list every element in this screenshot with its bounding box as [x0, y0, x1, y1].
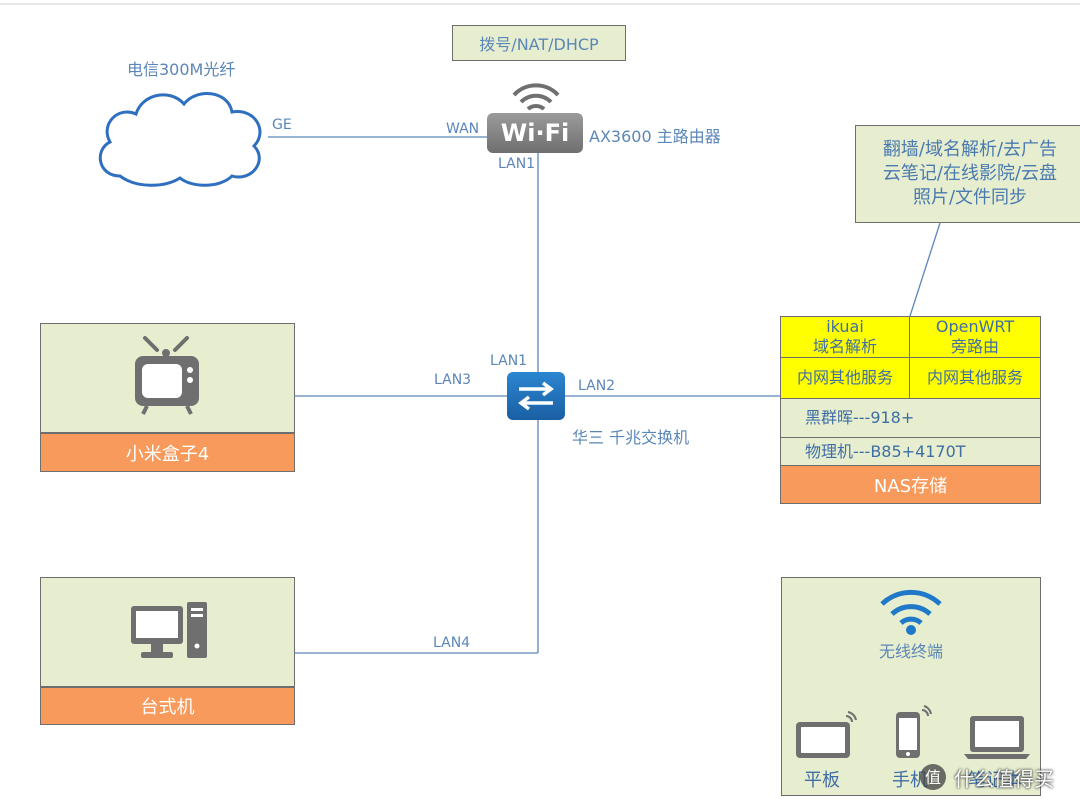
phone-icon	[896, 705, 932, 758]
wireless-panel: 无线终端 平板 手机 笔记本	[781, 577, 1041, 796]
ikuai-service-cell: 内网其他服务	[780, 357, 910, 399]
isp-name: 电信300M光纤	[127, 60, 236, 79]
openwrt-service: 内网其他服务	[926, 368, 1023, 387]
wireless-title: 无线终端	[878, 642, 943, 661]
desktop-title: 台式机	[140, 697, 195, 718]
ikuai-role: 域名解析	[812, 337, 877, 356]
tv-box-title: 小米盒子4	[125, 443, 210, 465]
nas-row-synology-text: 黑群晖---918+	[805, 408, 915, 427]
ikuai-cell: ikuai 域名解析	[780, 316, 910, 358]
router-icon: Wi·Fi	[487, 113, 583, 153]
desktop-panel	[40, 577, 295, 687]
dial-label: 拨号/NAT/DHCP	[479, 35, 599, 54]
switch-lan3-label: LAN3	[434, 372, 472, 388]
openwrt-cell: OpenWRT 旁路由	[909, 316, 1041, 358]
nas-title-bar: NAS存储	[780, 465, 1041, 504]
isp-port-label: GE	[272, 117, 292, 133]
tablet-icon	[796, 711, 857, 758]
services-line: 云笔记/在线影院/云盘	[882, 163, 1058, 184]
laptop-icon	[964, 716, 1030, 759]
nas-row-synology: 黑群晖---918+	[780, 398, 1041, 438]
desktop-computer-icon	[131, 602, 207, 658]
router-logo: Wi·Fi	[500, 119, 570, 147]
switch-arrows-icon	[518, 381, 554, 411]
watermark-text: 什么值得买	[954, 766, 1054, 791]
nas-row-physical-text: 物理机---B85+4170T	[805, 441, 966, 461]
router-wan-label: WAN	[446, 121, 480, 137]
cloud-icon	[98, 92, 262, 187]
device-label-laptop: 笔记本	[968, 770, 1022, 791]
switch-lan1-label: LAN1	[490, 353, 528, 369]
desktop-title-bar: 台式机	[40, 687, 295, 725]
dial-nat-dhcp-box: 拨号/NAT/DHCP	[452, 25, 626, 61]
switch-icon	[507, 372, 565, 420]
nas-title: NAS存储	[873, 475, 948, 497]
switch-lan2-label: LAN2	[578, 378, 616, 394]
switch-name: 华三 千兆交换机	[572, 428, 690, 447]
watermark: 值 什么值得买	[918, 762, 1054, 792]
services-line: 照片/文件同步	[912, 187, 1028, 208]
wifi-icon	[880, 589, 942, 635]
ikuai-service: 内网其他服务	[796, 368, 893, 387]
ikuai-name: ikuai	[826, 317, 864, 336]
wifi-signal-icon	[512, 83, 560, 111]
wire-note-pointer	[909, 222, 941, 317]
tv-box-title-bar: 小米盒子4	[40, 433, 295, 472]
services-line: 翻墙/域名解析/去广告	[882, 139, 1058, 160]
switch-lan4-label: LAN4	[433, 635, 471, 651]
nas-row-physical: 物理机---B85+4170T	[780, 437, 1041, 466]
device-label-tablet: 平板	[804, 770, 840, 791]
tv-box-panel	[40, 323, 295, 433]
openwrt-name: OpenWRT	[935, 317, 1015, 336]
device-label-phone: 手机	[892, 770, 928, 791]
openwrt-service-cell: 内网其他服务	[909, 357, 1041, 399]
services-note: 翻墙/域名解析/去广告 云笔记/在线影院/云盘 照片/文件同步	[855, 125, 1080, 223]
tv-icon	[135, 336, 199, 415]
svg-text:值: 值	[925, 768, 941, 787]
openwrt-role: 旁路由	[950, 337, 999, 356]
watermark-logo-icon: 值	[920, 764, 946, 790]
router-lan1-label: LAN1	[498, 156, 536, 172]
router-name: AX3600 主路由器	[589, 127, 721, 146]
